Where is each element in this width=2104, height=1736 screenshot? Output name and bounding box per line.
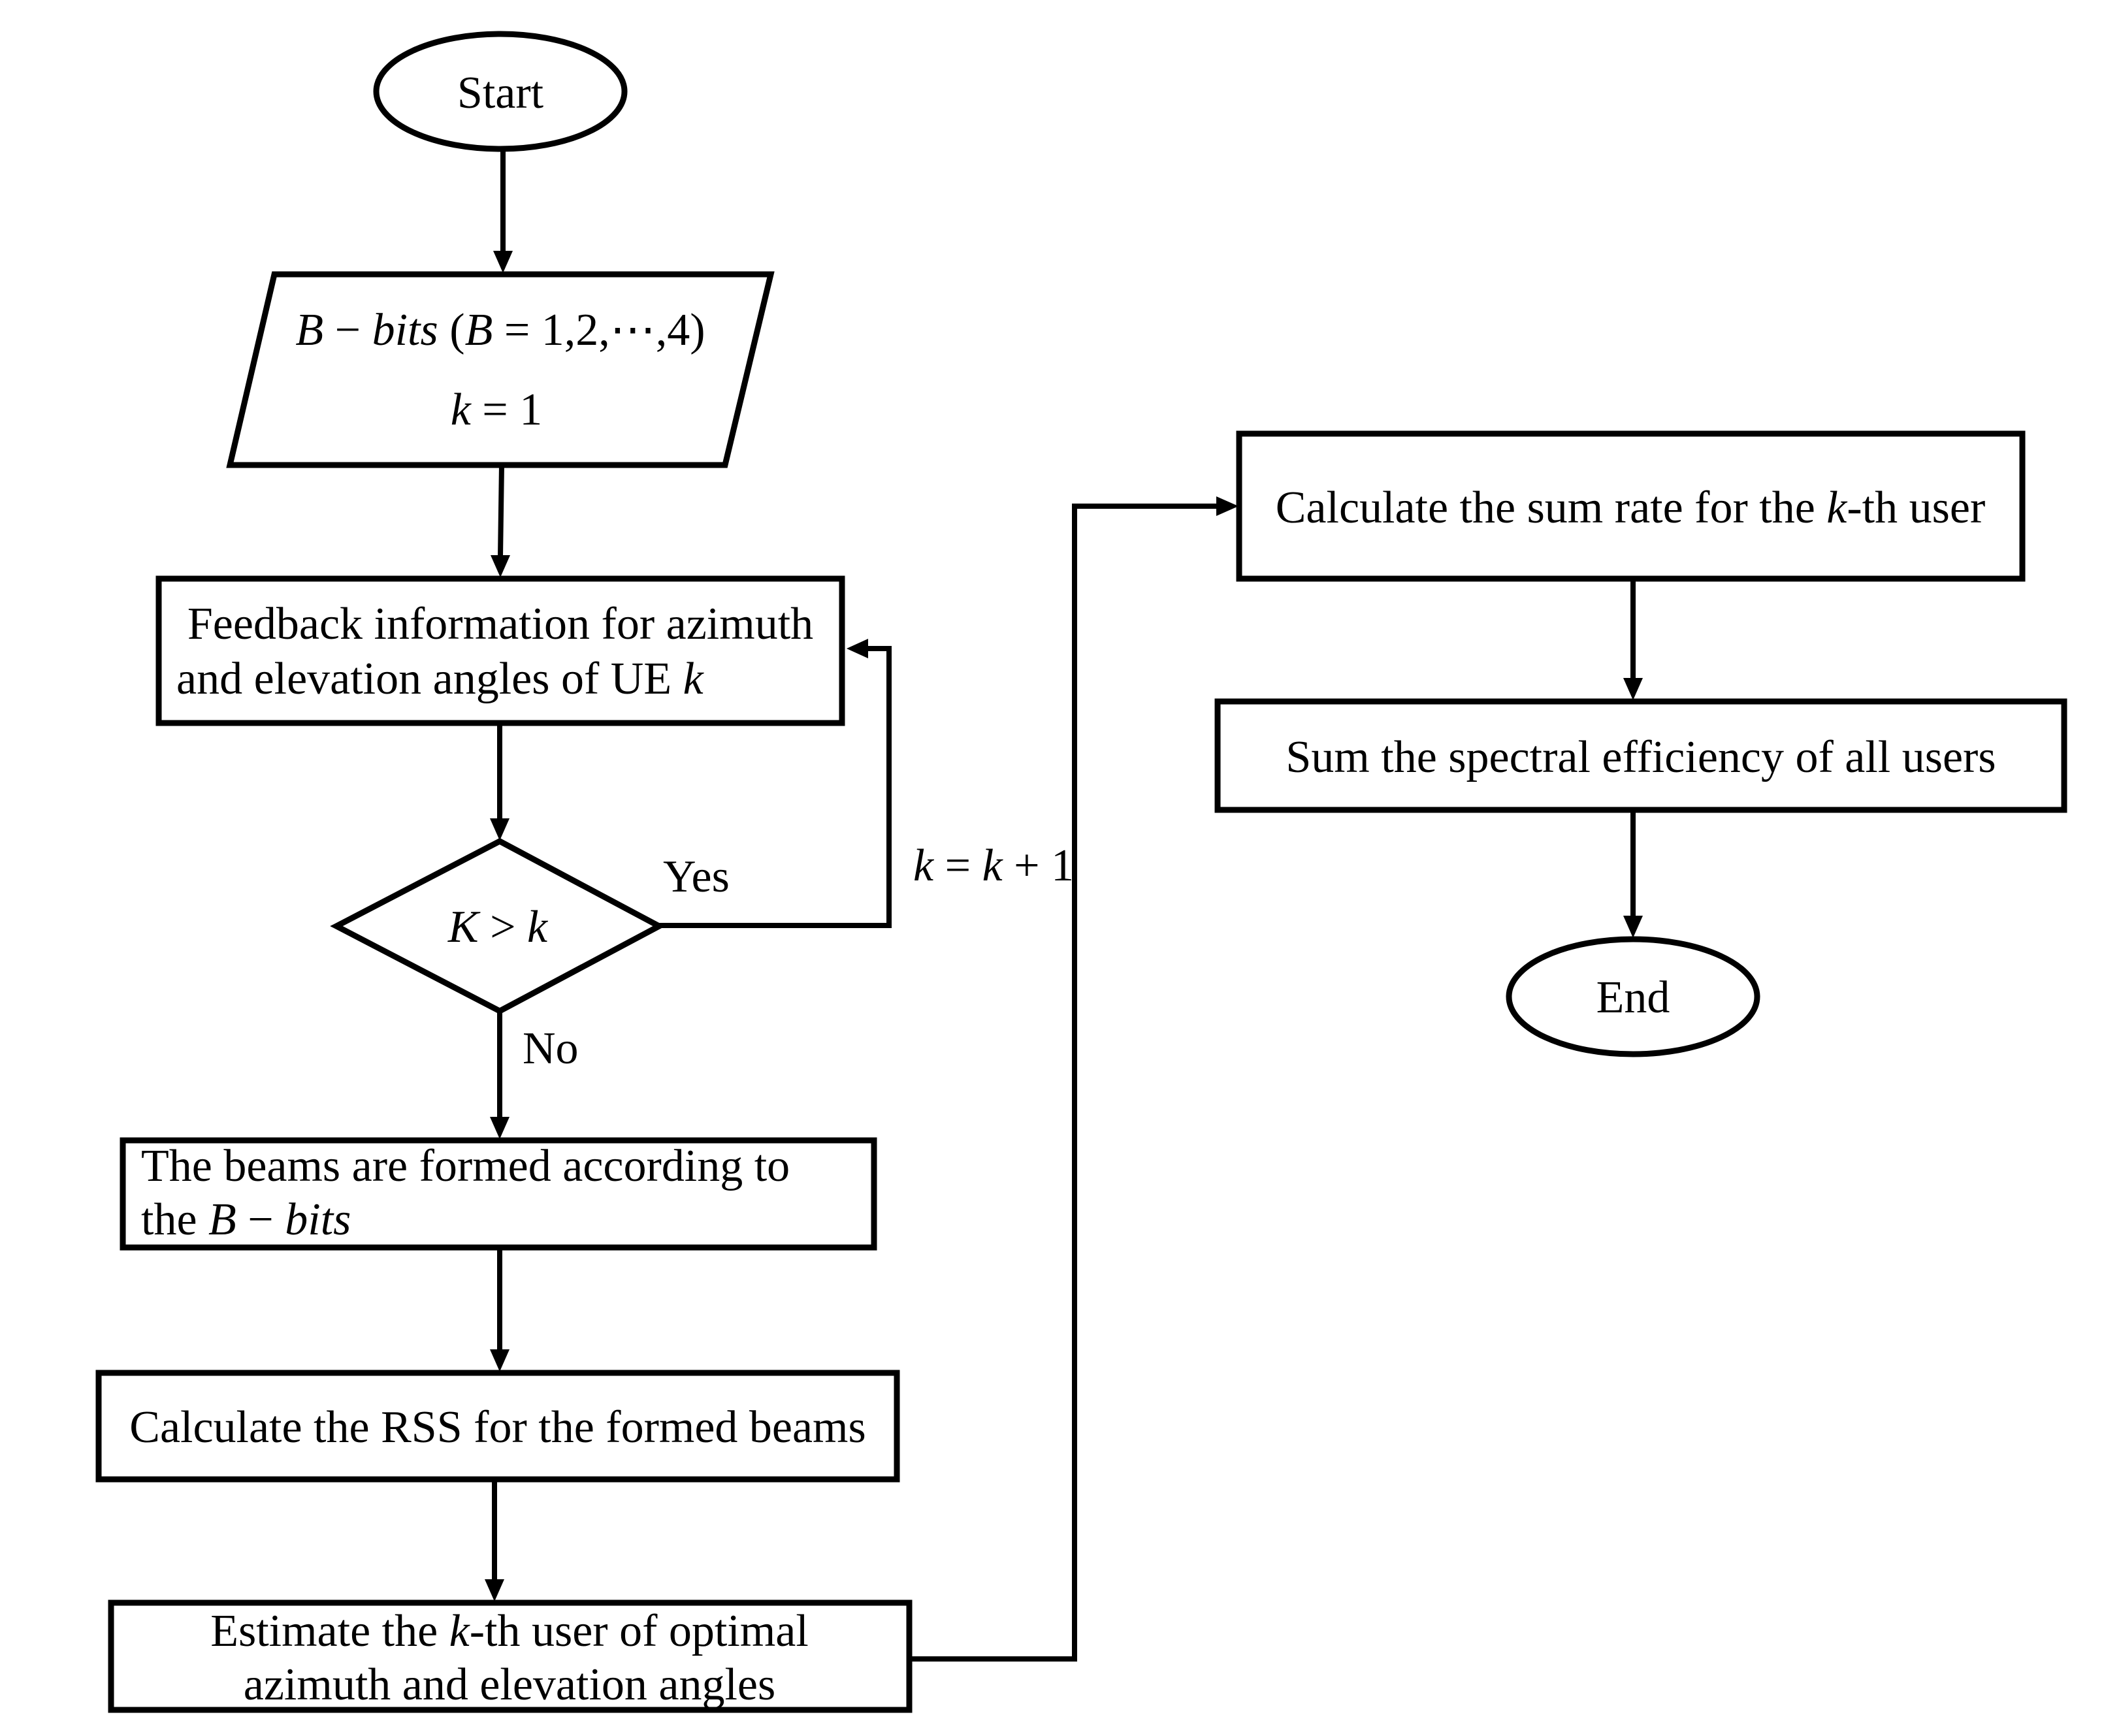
arrowhead	[491, 555, 510, 577]
estimate-line2: azimuth and elevation angles	[244, 1660, 775, 1710]
arrowhead	[1623, 678, 1643, 700]
input-node: B − bits (B = 1,2,⋯,4) k = 1	[226, 271, 775, 468]
feedback-line2: and elevation angles of UE k	[176, 654, 705, 704]
arrowhead	[485, 1579, 504, 1601]
beams-line2: the B − bits	[141, 1195, 351, 1245]
yes-label: Yes	[663, 852, 730, 902]
arrowhead	[847, 639, 868, 658]
input-line2: k = 1	[451, 385, 543, 435]
spectral-node: Sum the spectral efficiency of all users	[1214, 698, 2067, 813]
rss-label: Calculate the RSS for the formed beams	[129, 1402, 866, 1453]
arrowhead	[490, 818, 510, 841]
rss-node: Calculate the RSS for the formed beams	[95, 1370, 900, 1483]
arrowhead	[1216, 496, 1238, 516]
arrowhead	[490, 1349, 510, 1372]
no-label: No	[523, 1023, 579, 1074]
beams-node: The beams are formed according to the B …	[120, 1137, 877, 1251]
spectral-label: Sum the spectral efficiency of all users	[1286, 732, 1996, 782]
arrowhead	[490, 1117, 510, 1139]
connectors	[485, 149, 1643, 1662]
edge-estimate-to-sumrate	[909, 504, 1218, 1662]
beams-line1: The beams are formed according to	[141, 1141, 790, 1191]
estimate-line1: Estimate the k-th user of optimal	[210, 1606, 809, 1656]
decision-node: K > k	[330, 837, 666, 1015]
arrowhead	[1623, 916, 1643, 938]
decision-label: K > k	[447, 902, 549, 952]
start-label: Start	[457, 68, 544, 118]
end-node: End	[1506, 936, 1760, 1057]
arrowhead	[493, 251, 513, 273]
start-node: Start	[373, 31, 628, 152]
end-label: End	[1596, 972, 1670, 1023]
sumrate-label: Calculate the sum rate for the k-th user	[1276, 483, 1986, 533]
feedback-node: Feedback information for azimuth and ele…	[155, 575, 845, 726]
sumrate-node: Calculate the sum rate for the k-th user	[1236, 430, 2026, 582]
estimate-node: Estimate the k-th user of optimal azimut…	[108, 1599, 913, 1713]
edge-input-to-feedback	[498, 464, 504, 557]
input-line1: B − bits (B = 1,2,⋯,4)	[295, 305, 705, 355]
edge-yes-loop	[659, 646, 892, 928]
feedback-line1: Feedback information for azimuth	[187, 599, 813, 649]
increment-label: k = k + 1	[913, 841, 1074, 891]
